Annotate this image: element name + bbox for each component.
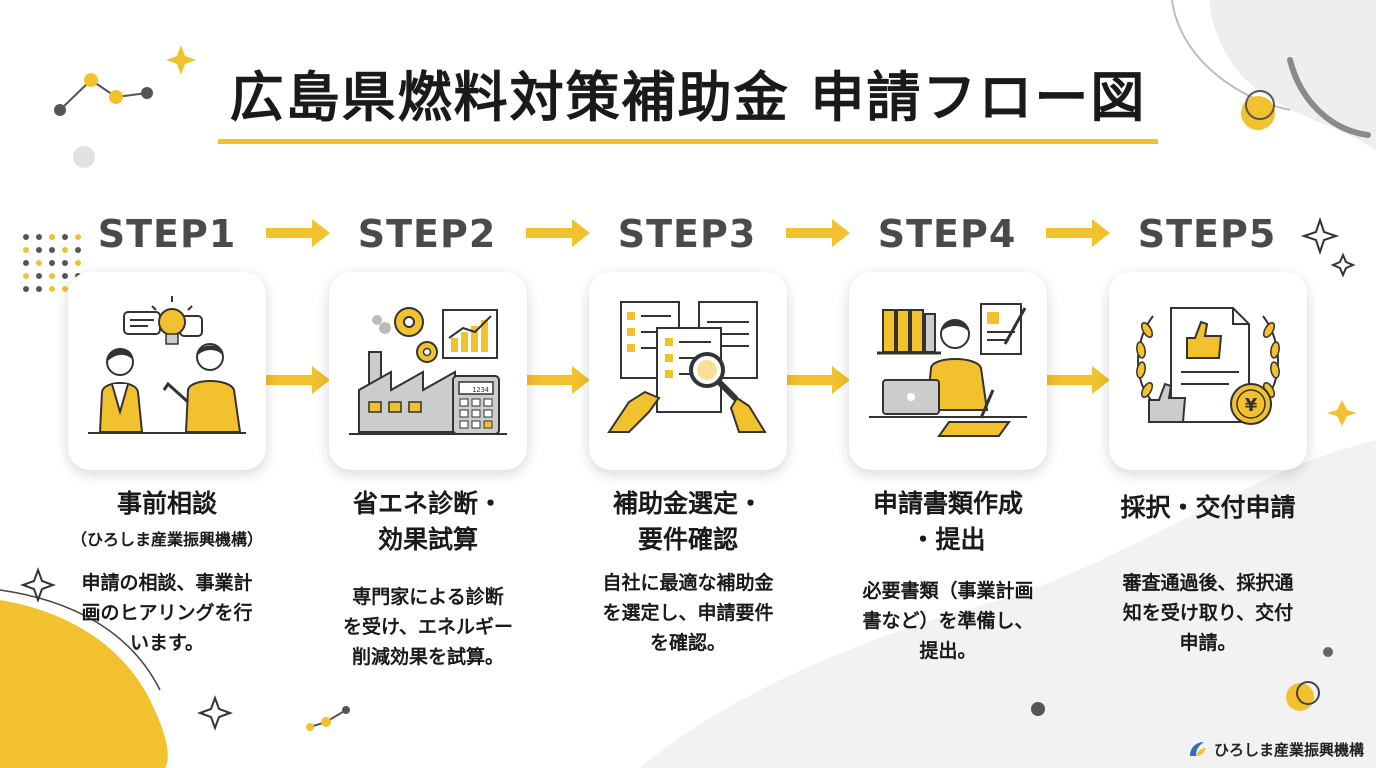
step1-description: 申請の相談、事業計 画のヒアリングを行 います。 <box>81 572 253 654</box>
factory-diagnosis-icon: 1234 <box>349 307 507 435</box>
step5-description: 審査通過後、採択通 知を受け取り、交付 申請。 <box>1122 572 1294 654</box>
step3-description: 自社に最適な補助金 を選定し、申請要件 を確認。 <box>602 572 774 654</box>
step5-card: ¥ <box>1109 272 1307 470</box>
step4-card <box>849 272 1047 470</box>
step2-card: 1234 <box>329 272 527 470</box>
step3-title: 補助金選定・ 要件確認 <box>612 489 763 554</box>
step3-label: STEP3 <box>617 212 757 256</box>
step2-label: STEP2 <box>357 212 497 256</box>
application-writing-icon <box>869 303 1027 437</box>
arrow-icon <box>266 219 1110 394</box>
step2-title: 省エネ診断・ 効果試算 <box>352 489 503 554</box>
org-logo-icon <box>1189 742 1206 756</box>
step1-label: STEP1 <box>97 212 237 256</box>
step1-subtitle: （ひろしま産業振興機構） <box>70 530 263 549</box>
page-title: 広島県燃料対策補助金 申請フロー図 <box>229 66 1147 129</box>
footer-org-name: ひろしま産業振興機構 <box>1213 740 1364 759</box>
calculator-display: 1234 <box>472 386 489 394</box>
step5-label: STEP5 <box>1137 212 1277 256</box>
approval-grant-icon: ¥ <box>1136 307 1280 425</box>
step1-card <box>68 272 266 470</box>
step1-title: 事前相談 <box>116 489 217 518</box>
step3-card <box>589 272 787 470</box>
svg-text:¥: ¥ <box>1245 395 1258 416</box>
step4-title: 申請書類作成 ・提出 <box>872 489 1023 554</box>
step5-title: 採択・交付申請 <box>1120 493 1296 522</box>
step4-label: STEP4 <box>877 212 1017 256</box>
document-review-icon <box>607 301 767 433</box>
step2-description: 専門家による診断 を受け、エネルギー 削減効果を試算。 <box>342 586 514 668</box>
footer-logo: ひろしま産業振興機構 <box>1186 736 1364 762</box>
title-underline <box>218 139 1158 144</box>
step4-description: 必要書類（事業計画 書など）を準備し、 提出。 <box>862 580 1034 662</box>
consultation-icon <box>88 296 246 434</box>
